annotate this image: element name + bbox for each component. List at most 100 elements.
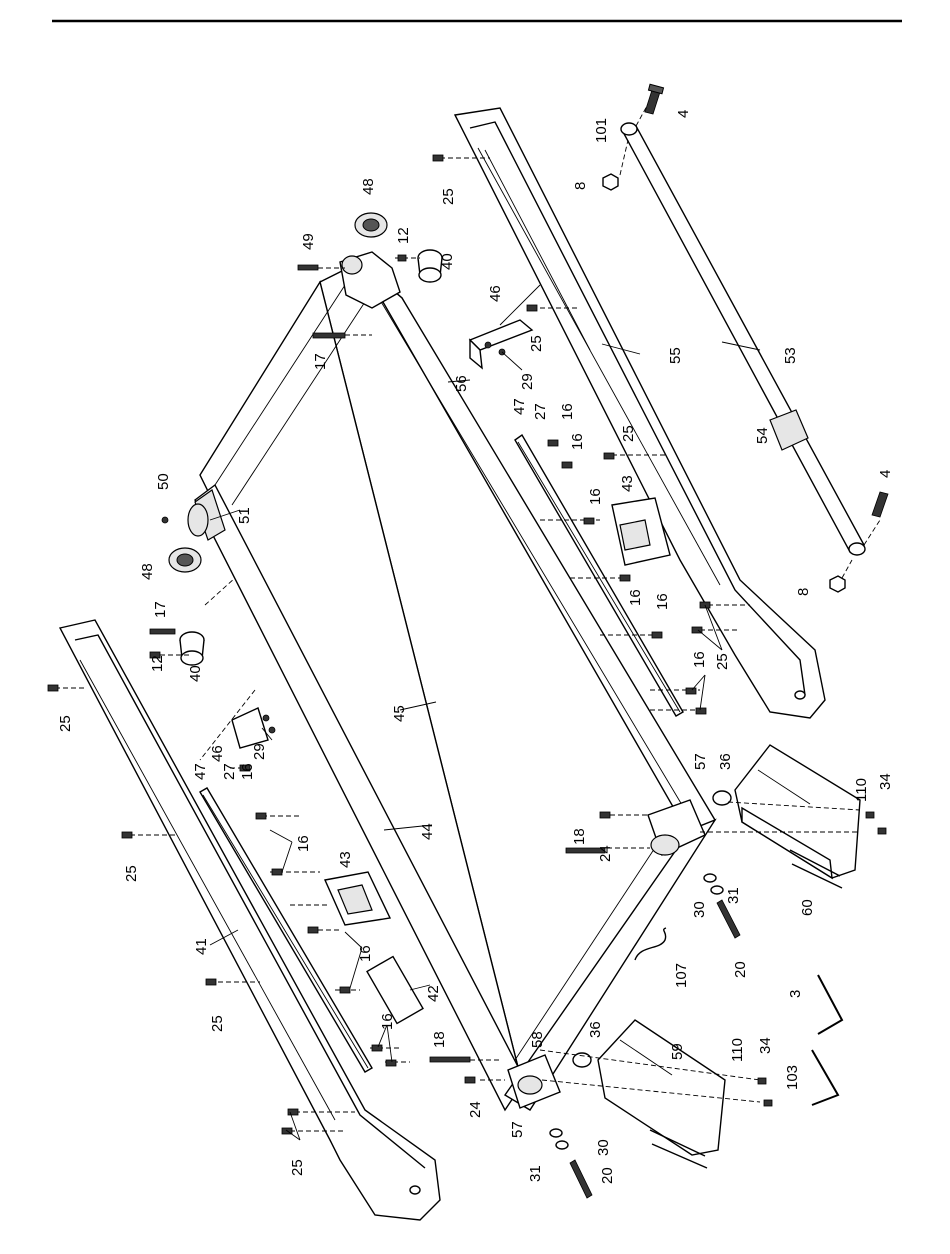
washer-30-left	[550, 1129, 562, 1137]
callout-60: 60	[799, 899, 816, 916]
callout-20: 20	[599, 1167, 616, 1184]
callout-103: 103	[784, 1065, 801, 1090]
front-cover-60	[735, 745, 860, 888]
callout-110: 110	[729, 1038, 746, 1062]
callout-48: 48	[360, 178, 377, 195]
callout-31: 31	[527, 1165, 544, 1182]
callout-48: 48	[139, 563, 156, 580]
callout-16: 16	[691, 651, 708, 668]
callout-24: 24	[467, 1101, 484, 1118]
callout-16: 16	[627, 589, 644, 606]
callout-25: 25	[620, 425, 637, 442]
callout-8: 8	[795, 588, 812, 596]
callout-25: 25	[57, 715, 74, 732]
callout-34: 34	[877, 773, 894, 790]
callout-101: 101	[593, 118, 610, 143]
callout-107: 107	[673, 963, 690, 988]
callout-25: 25	[714, 653, 731, 670]
spacer-36-right	[713, 791, 731, 805]
callout-50: 50	[155, 473, 172, 490]
callout-3: 3	[787, 990, 804, 998]
callout-25: 25	[440, 188, 457, 205]
callout-18: 18	[571, 828, 588, 845]
callout-49: 49	[300, 233, 317, 250]
callout-53: 53	[782, 347, 799, 364]
callout-16: 16	[654, 593, 671, 610]
callout-36: 36	[717, 753, 734, 770]
front-cover-59	[598, 1020, 725, 1168]
callout-8: 8	[572, 182, 589, 190]
callout-40: 40	[439, 253, 456, 270]
bolt-17-left	[150, 629, 175, 634]
callout-55: 55	[667, 347, 684, 364]
callout-16: 16	[559, 403, 576, 420]
callout-29: 29	[519, 373, 536, 390]
callout-16: 16	[379, 1013, 396, 1030]
rear-wheel-left	[169, 548, 201, 572]
washer-31-left	[556, 1141, 568, 1149]
callout-54: 54	[754, 427, 771, 444]
callout-17: 17	[152, 601, 169, 618]
callout-29: 29	[251, 743, 268, 760]
callout-45: 45	[391, 705, 408, 722]
bracket-46-left	[232, 708, 268, 748]
callout-47: 47	[192, 763, 209, 780]
callout-42: 42	[425, 985, 442, 1002]
bolt-49	[298, 265, 318, 270]
callout-12: 12	[395, 227, 412, 244]
foot-43-left	[325, 872, 390, 925]
callout-43: 43	[619, 475, 636, 492]
key-103	[812, 1050, 838, 1105]
callout-20: 20	[732, 961, 749, 978]
callout-24: 24	[597, 845, 614, 862]
washer-30-right	[704, 874, 716, 882]
callout-18: 18	[431, 1031, 448, 1048]
callout-4: 4	[675, 110, 692, 118]
callout-56: 56	[453, 375, 470, 392]
callout-41: 41	[193, 938, 210, 955]
callout-30: 30	[691, 901, 708, 918]
rear-bolt-bottom	[872, 492, 888, 517]
rear-nut-top	[603, 174, 618, 190]
spacer-40-left	[180, 632, 204, 665]
callout-16: 16	[295, 835, 312, 852]
callout-46: 46	[209, 745, 226, 762]
callout-30: 30	[595, 1139, 612, 1156]
callout-16: 16	[569, 433, 586, 450]
callout-27: 27	[532, 403, 549, 420]
callout-25: 25	[528, 335, 545, 352]
bolt-20-right	[717, 900, 740, 938]
callout-34: 34	[757, 1037, 774, 1054]
callout-51: 51	[236, 507, 253, 524]
callout-59: 59	[669, 1043, 686, 1060]
rear-bolt-top	[645, 84, 664, 114]
bolt-20-left	[570, 1160, 592, 1198]
callout-16: 16	[587, 488, 604, 505]
callout-43: 43	[337, 851, 354, 868]
callout-31: 31	[725, 887, 742, 904]
pin-3	[818, 975, 842, 1034]
callout-25: 25	[209, 1015, 226, 1032]
callout-58: 58	[529, 1031, 546, 1048]
callout-16: 16	[239, 763, 256, 780]
callout-36: 36	[587, 1021, 604, 1038]
bracket-46-right	[470, 320, 532, 368]
washer-31-right	[711, 886, 723, 894]
rear-wheel-right	[355, 213, 387, 237]
callout-47: 47	[511, 398, 528, 415]
bolt-17-right	[313, 333, 345, 338]
callout-44: 44	[419, 823, 436, 840]
callout-25: 25	[289, 1159, 306, 1176]
bolt-18-left	[430, 1057, 470, 1062]
callout-17: 17	[312, 353, 329, 370]
callout-46: 46	[487, 285, 504, 302]
rear-nut-bottom	[830, 576, 845, 592]
callout-4: 4	[877, 470, 894, 478]
callout-57: 57	[509, 1121, 526, 1138]
callout-16: 16	[357, 945, 374, 962]
callout-110: 110	[853, 778, 870, 802]
callout-27: 27	[221, 763, 238, 780]
callout-40: 40	[187, 665, 204, 682]
callout-57: 57	[692, 753, 709, 770]
